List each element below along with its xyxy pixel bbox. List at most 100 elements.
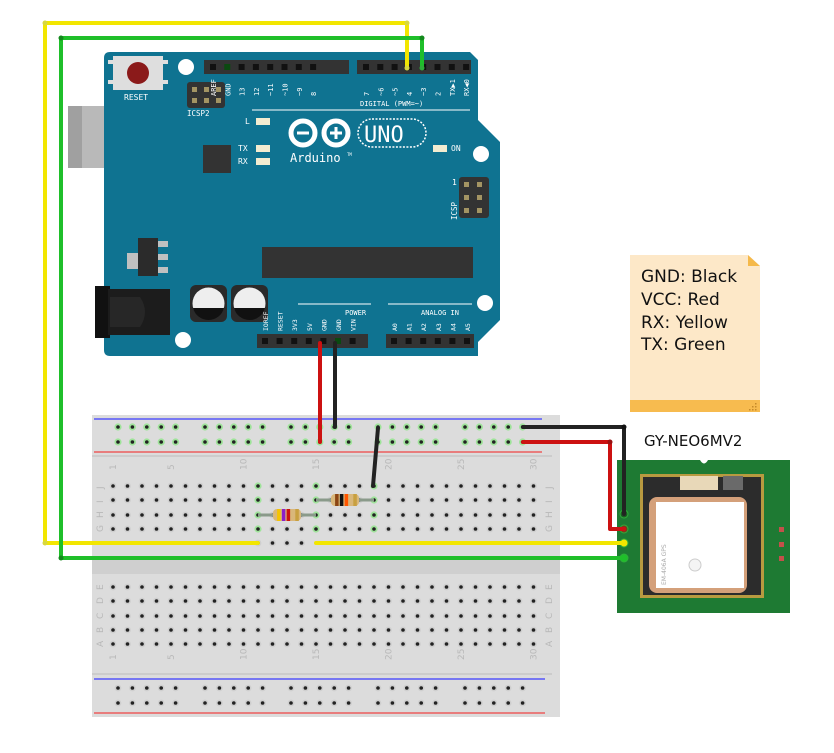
breadboard-hole[interactable] <box>372 527 376 531</box>
breadboard-hole[interactable] <box>419 701 424 705</box>
breadboard-hole[interactable] <box>116 440 120 444</box>
breadboard-hole[interactable] <box>183 585 188 589</box>
digital-pin-socket[interactable] <box>210 64 216 70</box>
breadboard-hole[interactable] <box>506 425 511 429</box>
analog-pin-socket[interactable] <box>391 338 397 344</box>
breadboard-hole[interactable] <box>285 614 289 618</box>
breadboard-hole[interactable] <box>415 484 420 488</box>
breadboard-hole[interactable] <box>463 425 467 429</box>
breadboard-hole[interactable] <box>488 498 492 502</box>
breadboard-hole[interactable] <box>488 527 492 531</box>
breadboard-hole[interactable] <box>140 628 144 632</box>
breadboard-hole[interactable] <box>405 686 409 690</box>
breadboard-hole[interactable] <box>217 440 222 444</box>
breadboard-hole[interactable] <box>318 701 322 705</box>
breadboard-hole[interactable] <box>183 498 188 502</box>
breadboard-hole[interactable] <box>289 440 293 444</box>
breadboard-hole[interactable] <box>116 701 120 705</box>
breadboard-hole[interactable] <box>111 642 115 646</box>
breadboard-hole[interactable] <box>386 585 391 589</box>
breadboard-hole[interactable] <box>145 440 149 444</box>
breadboard-hole[interactable] <box>270 599 275 603</box>
breadboard-hole[interactable] <box>111 513 115 517</box>
breadboard-hole[interactable] <box>488 599 492 603</box>
breadboard-hole[interactable] <box>502 614 507 618</box>
breadboard-hole[interactable] <box>299 642 304 646</box>
breadboard-hole[interactable] <box>376 701 380 705</box>
breadboard-hole[interactable] <box>227 642 231 646</box>
breadboard-hole[interactable] <box>328 614 333 618</box>
breadboard-hole[interactable] <box>520 701 525 705</box>
breadboard-hole[interactable] <box>343 585 347 589</box>
breadboard-hole[interactable] <box>430 498 434 502</box>
breadboard-hole[interactable] <box>289 686 293 690</box>
resistor-2[interactable] <box>316 494 374 506</box>
breadboard-hole[interactable] <box>183 628 188 632</box>
breadboard-hole[interactable] <box>198 498 202 502</box>
breadboard-hole[interactable] <box>198 614 202 618</box>
breadboard-hole[interactable] <box>488 484 492 488</box>
digital-pin-socket[interactable] <box>281 64 288 70</box>
breadboard-hole[interactable] <box>140 642 144 646</box>
breadboard-hole[interactable] <box>357 628 362 632</box>
breadboard-hole[interactable] <box>246 686 250 690</box>
breadboard-hole[interactable] <box>343 527 347 531</box>
breadboard-hole[interactable] <box>159 686 163 690</box>
breadboard-hole[interactable] <box>285 484 289 488</box>
breadboard-hole[interactable] <box>285 585 289 589</box>
breadboard-hole[interactable] <box>343 599 347 603</box>
breadboard-hole[interactable] <box>517 527 521 531</box>
breadboard-hole[interactable] <box>401 585 405 589</box>
breadboard-hole[interactable] <box>241 585 246 589</box>
breadboard-hole[interactable] <box>125 628 130 632</box>
breadboard-hole[interactable] <box>415 599 420 603</box>
breadboard-hole[interactable] <box>212 599 217 603</box>
breadboard-hole[interactable] <box>386 513 391 517</box>
breadboard-hole[interactable] <box>241 498 246 502</box>
breadboard-hole[interactable] <box>488 585 492 589</box>
breadboard-hole[interactable] <box>473 527 478 531</box>
digital-pin-socket[interactable] <box>295 64 302 70</box>
breadboard-hole[interactable] <box>433 701 438 705</box>
breadboard-hole[interactable] <box>183 513 188 517</box>
breadboard-hole[interactable] <box>314 585 318 589</box>
breadboard-hole[interactable] <box>372 628 376 632</box>
breadboard-hole[interactable] <box>111 628 115 632</box>
breadboard-hole[interactable] <box>415 585 420 589</box>
breadboard-hole[interactable] <box>303 440 308 444</box>
breadboard-hole[interactable] <box>169 642 173 646</box>
breadboard-hole[interactable] <box>390 701 395 705</box>
breadboard-hole[interactable] <box>517 599 521 603</box>
breadboard-hole[interactable] <box>328 527 333 531</box>
breadboard-hole[interactable] <box>459 642 463 646</box>
breadboard-hole[interactable] <box>130 686 135 690</box>
breadboard-hole[interactable] <box>154 599 159 603</box>
breadboard-hole[interactable] <box>125 484 130 488</box>
digital-pin-socket[interactable] <box>252 64 259 70</box>
breadboard-hole[interactable] <box>232 701 236 705</box>
breadboard-hole[interactable] <box>328 642 333 646</box>
breadboard-hole[interactable] <box>488 628 492 632</box>
breadboard-hole[interactable] <box>212 484 217 488</box>
breadboard-hole[interactable] <box>246 425 250 429</box>
breadboard-hole[interactable] <box>473 498 478 502</box>
breadboard-hole[interactable] <box>473 614 478 618</box>
breadboard-hole[interactable] <box>517 585 521 589</box>
breadboard-hole[interactable] <box>531 628 536 632</box>
breadboard-hole[interactable] <box>154 614 159 618</box>
digital-pin-socket[interactable] <box>224 64 231 70</box>
digital-pin-socket[interactable] <box>310 64 317 70</box>
breadboard-hole[interactable] <box>430 513 434 517</box>
breadboard-hole[interactable] <box>502 513 507 517</box>
breadboard-hole[interactable] <box>154 628 159 632</box>
breadboard-hole[interactable] <box>241 484 246 488</box>
breadboard-hole[interactable] <box>270 642 275 646</box>
breadboard-hole[interactable] <box>270 498 275 502</box>
wire-black-gnd-resistor[interactable] <box>371 426 380 488</box>
breadboard-hole[interactable] <box>173 440 178 444</box>
breadboard-hole[interactable] <box>473 599 478 603</box>
breadboard-hole[interactable] <box>256 599 260 603</box>
breadboard-hole[interactable] <box>372 614 376 618</box>
breadboard-hole[interactable] <box>376 686 380 690</box>
breadboard-hole[interactable] <box>459 498 463 502</box>
